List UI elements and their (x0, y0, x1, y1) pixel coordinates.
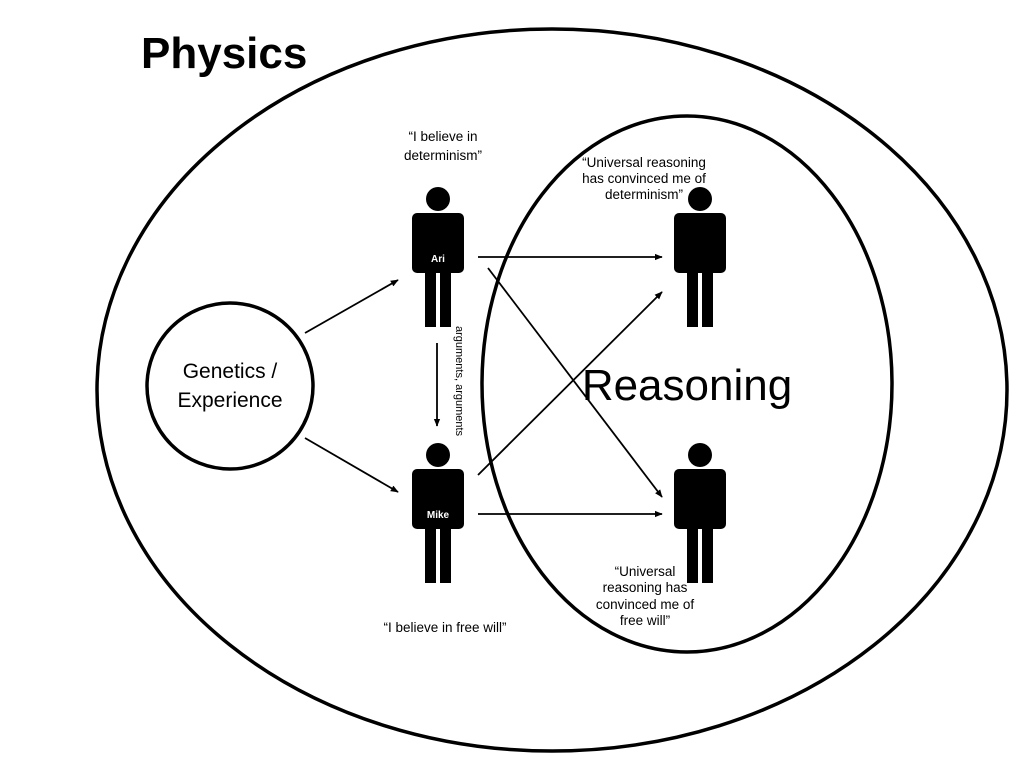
reasoned-determinism-quote-line1: “Universal reasoning (582, 155, 706, 170)
mike-name-label: Mike (427, 510, 450, 521)
arrow-ari-to-reasoned-freewill (487, 267, 663, 498)
reasoned-determinism-quote-line2: has convinced me of (582, 171, 706, 186)
arrow-source-to-mike (304, 437, 399, 493)
genetics-experience-label-line2: Experience (177, 389, 282, 412)
ari-quote-line2: determinism” (404, 148, 482, 163)
reasoned-freewill-quote-line4: free will” (620, 613, 670, 628)
genetics-experience-circle (145, 301, 315, 471)
ari-quote-line1: “I believe in (408, 129, 477, 144)
arguments-label: arguments, arguments (453, 326, 465, 437)
reasoned-freewill-figure (674, 443, 726, 583)
reasoned-freewill-quote-line3: convinced me of (596, 597, 695, 612)
ari-name-label: Ari (431, 254, 445, 265)
physics-title: Physics (141, 29, 307, 78)
arrow-mike-to-reasoned-determinism (477, 291, 663, 476)
physics-ellipse (95, 27, 1009, 753)
reasoned-freewill-quote-line1: “Universal (615, 564, 676, 579)
reasoning-label: Reasoning (582, 361, 792, 410)
mike-quote: “I believe in free will” (383, 620, 506, 635)
arrow-source-to-ari (304, 279, 399, 334)
reasoned-determinism-figure (674, 187, 726, 327)
genetics-experience-label-line1: Genetics / (183, 360, 278, 383)
reasoning-ellipse (480, 114, 894, 654)
reasoned-determinism-quote-line3: determinism” (605, 187, 683, 202)
reasoned-freewill-quote-line2: reasoning has (603, 580, 688, 595)
